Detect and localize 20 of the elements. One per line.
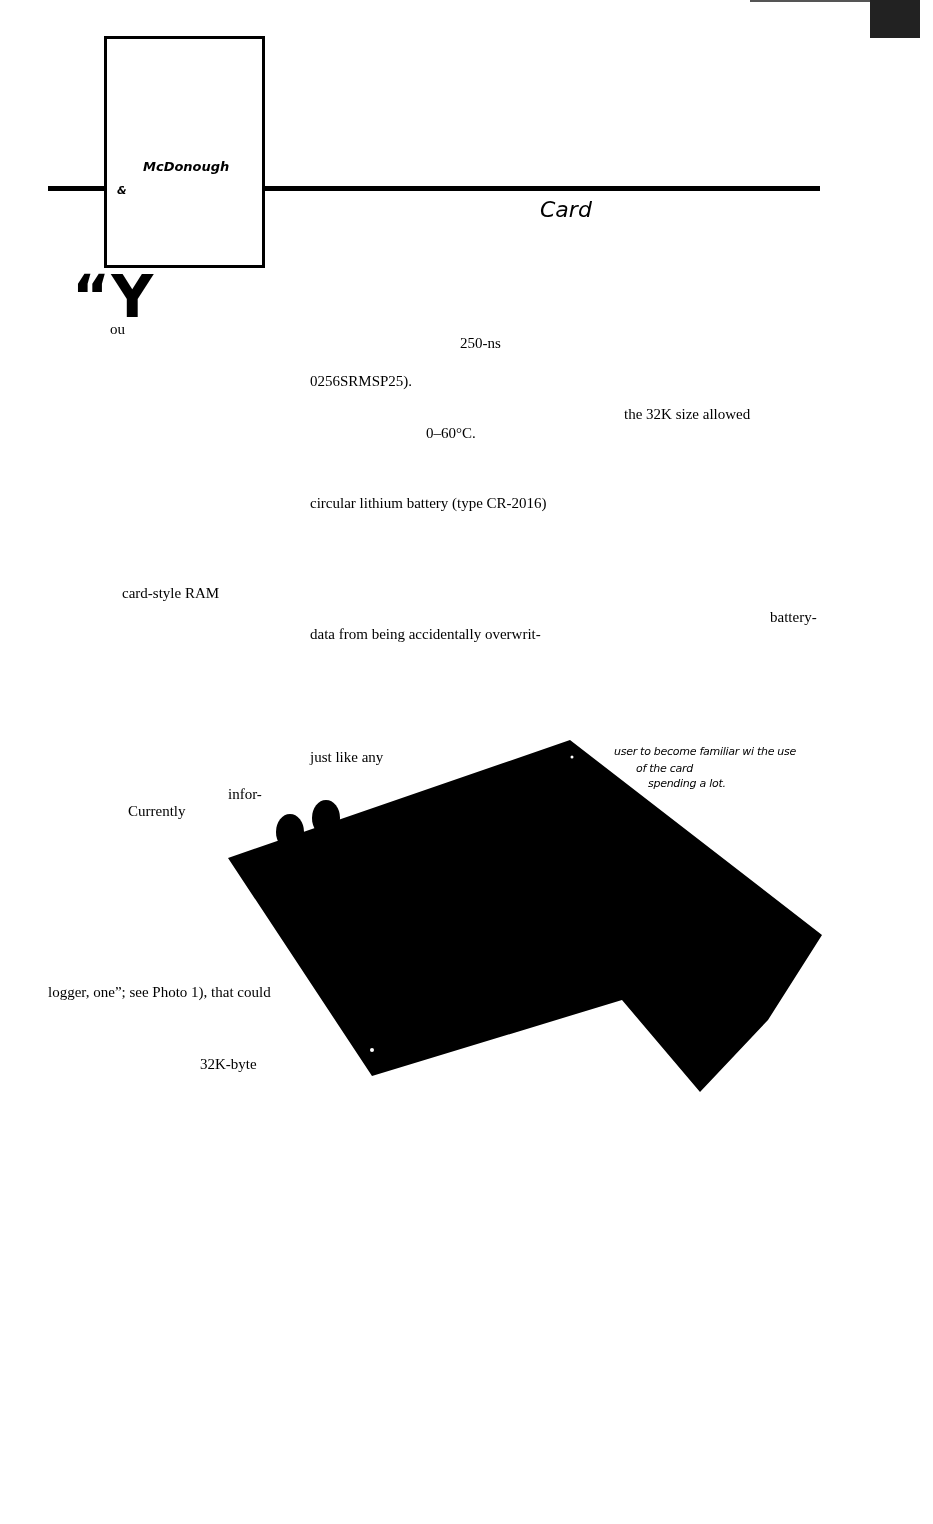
ampersand: & xyxy=(117,183,127,199)
author-box xyxy=(104,36,265,268)
text-fragment: battery- xyxy=(770,608,817,627)
photo-caption: of the card xyxy=(636,761,693,777)
text-fragment: 0–60°C. xyxy=(426,424,476,443)
text-fragment: 32K-byte xyxy=(200,1055,257,1074)
text-fragment: just like any xyxy=(310,748,384,767)
photo-caption: spending a lot. xyxy=(648,776,726,792)
text-fragment: card-style RAM xyxy=(122,584,220,603)
text-fragment: 250-ns xyxy=(460,334,501,353)
text-fragment: logger, one”; see Photo 1), that could xyxy=(48,983,271,1002)
text-fragment: Currently xyxy=(128,802,186,821)
title-text: Card xyxy=(540,196,592,224)
text-fragment: infor- xyxy=(228,785,262,804)
text-fragment: circular lithium battery (type CR-2016) xyxy=(310,494,547,513)
author-name: McDonough xyxy=(143,158,230,176)
text-fragment: 0256SRMSP25). xyxy=(310,372,413,391)
photo-caption: user to become familiar wi the use xyxy=(614,744,796,760)
text-fragment: the 32K size allowed xyxy=(624,405,751,424)
text-fragment: data from being accidentally overwrit- xyxy=(310,625,541,644)
